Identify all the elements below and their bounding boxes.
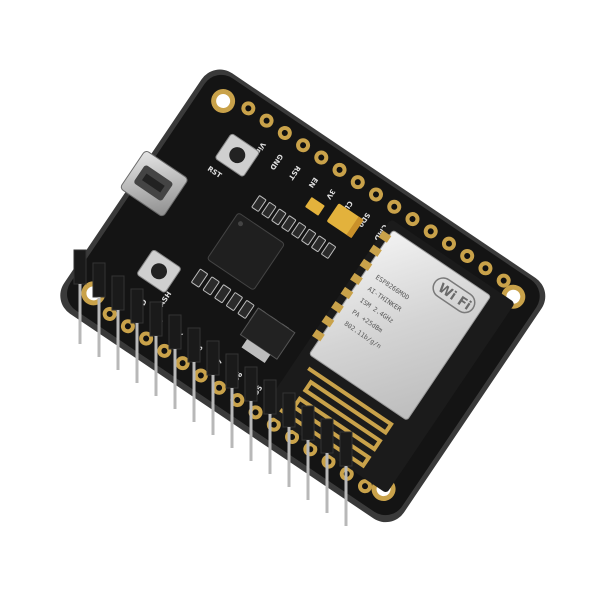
header-block	[149, 301, 163, 337]
header-pin	[97, 297, 101, 357]
smd-resistor	[214, 284, 232, 304]
smd-resistor	[301, 228, 317, 246]
header-block	[225, 353, 239, 389]
micro-usb-port	[120, 151, 188, 217]
header-pin	[135, 323, 139, 383]
smd-resistor	[261, 202, 277, 219]
header-pin	[344, 466, 348, 526]
header-pin	[154, 336, 158, 396]
header-pin	[287, 427, 291, 487]
mounting-hole-icon	[211, 88, 236, 113]
smd-resistor	[191, 268, 208, 288]
header-pin	[211, 375, 215, 435]
header-block	[73, 249, 87, 285]
header-block	[111, 275, 125, 311]
smd-resistor	[237, 300, 255, 319]
smd-resistor	[291, 222, 307, 239]
header-block	[282, 392, 296, 428]
header-pin	[306, 440, 310, 500]
header-pin	[268, 414, 272, 474]
header-pin	[173, 349, 177, 409]
header-pin	[249, 401, 253, 461]
smd-resistor	[271, 208, 287, 226]
header-pin	[78, 284, 82, 344]
header-pin	[116, 310, 120, 370]
smd-resistor	[251, 195, 267, 212]
module-castellated-pads	[312, 230, 392, 342]
header-pin	[325, 453, 329, 513]
smd-resistor	[321, 242, 336, 259]
header-block	[130, 288, 144, 324]
tantalum-capacitor	[327, 203, 364, 239]
voltage-regulator	[239, 307, 296, 364]
header-block	[206, 340, 220, 376]
usb-serial-chip	[207, 213, 285, 290]
header-pin	[192, 362, 196, 422]
smd-resistor	[202, 276, 220, 296]
header-block	[187, 327, 201, 363]
header-block	[301, 405, 315, 441]
header-block	[168, 314, 182, 350]
top-pin-pads	[241, 101, 511, 288]
smd-resistor	[226, 292, 243, 311]
header-pin	[230, 388, 234, 448]
header-block	[244, 366, 258, 402]
tantalum-capacitor	[305, 197, 325, 216]
header-block	[320, 418, 334, 454]
smd-resistor	[311, 235, 326, 252]
pcb-antenna-icon	[279, 366, 394, 469]
rst-button	[215, 133, 260, 177]
header-pins-front	[73, 249, 353, 526]
header-block	[263, 379, 277, 415]
header-block	[92, 262, 106, 298]
header-block	[339, 431, 353, 467]
flash-button	[137, 249, 181, 293]
smd-resistor	[281, 215, 297, 232]
